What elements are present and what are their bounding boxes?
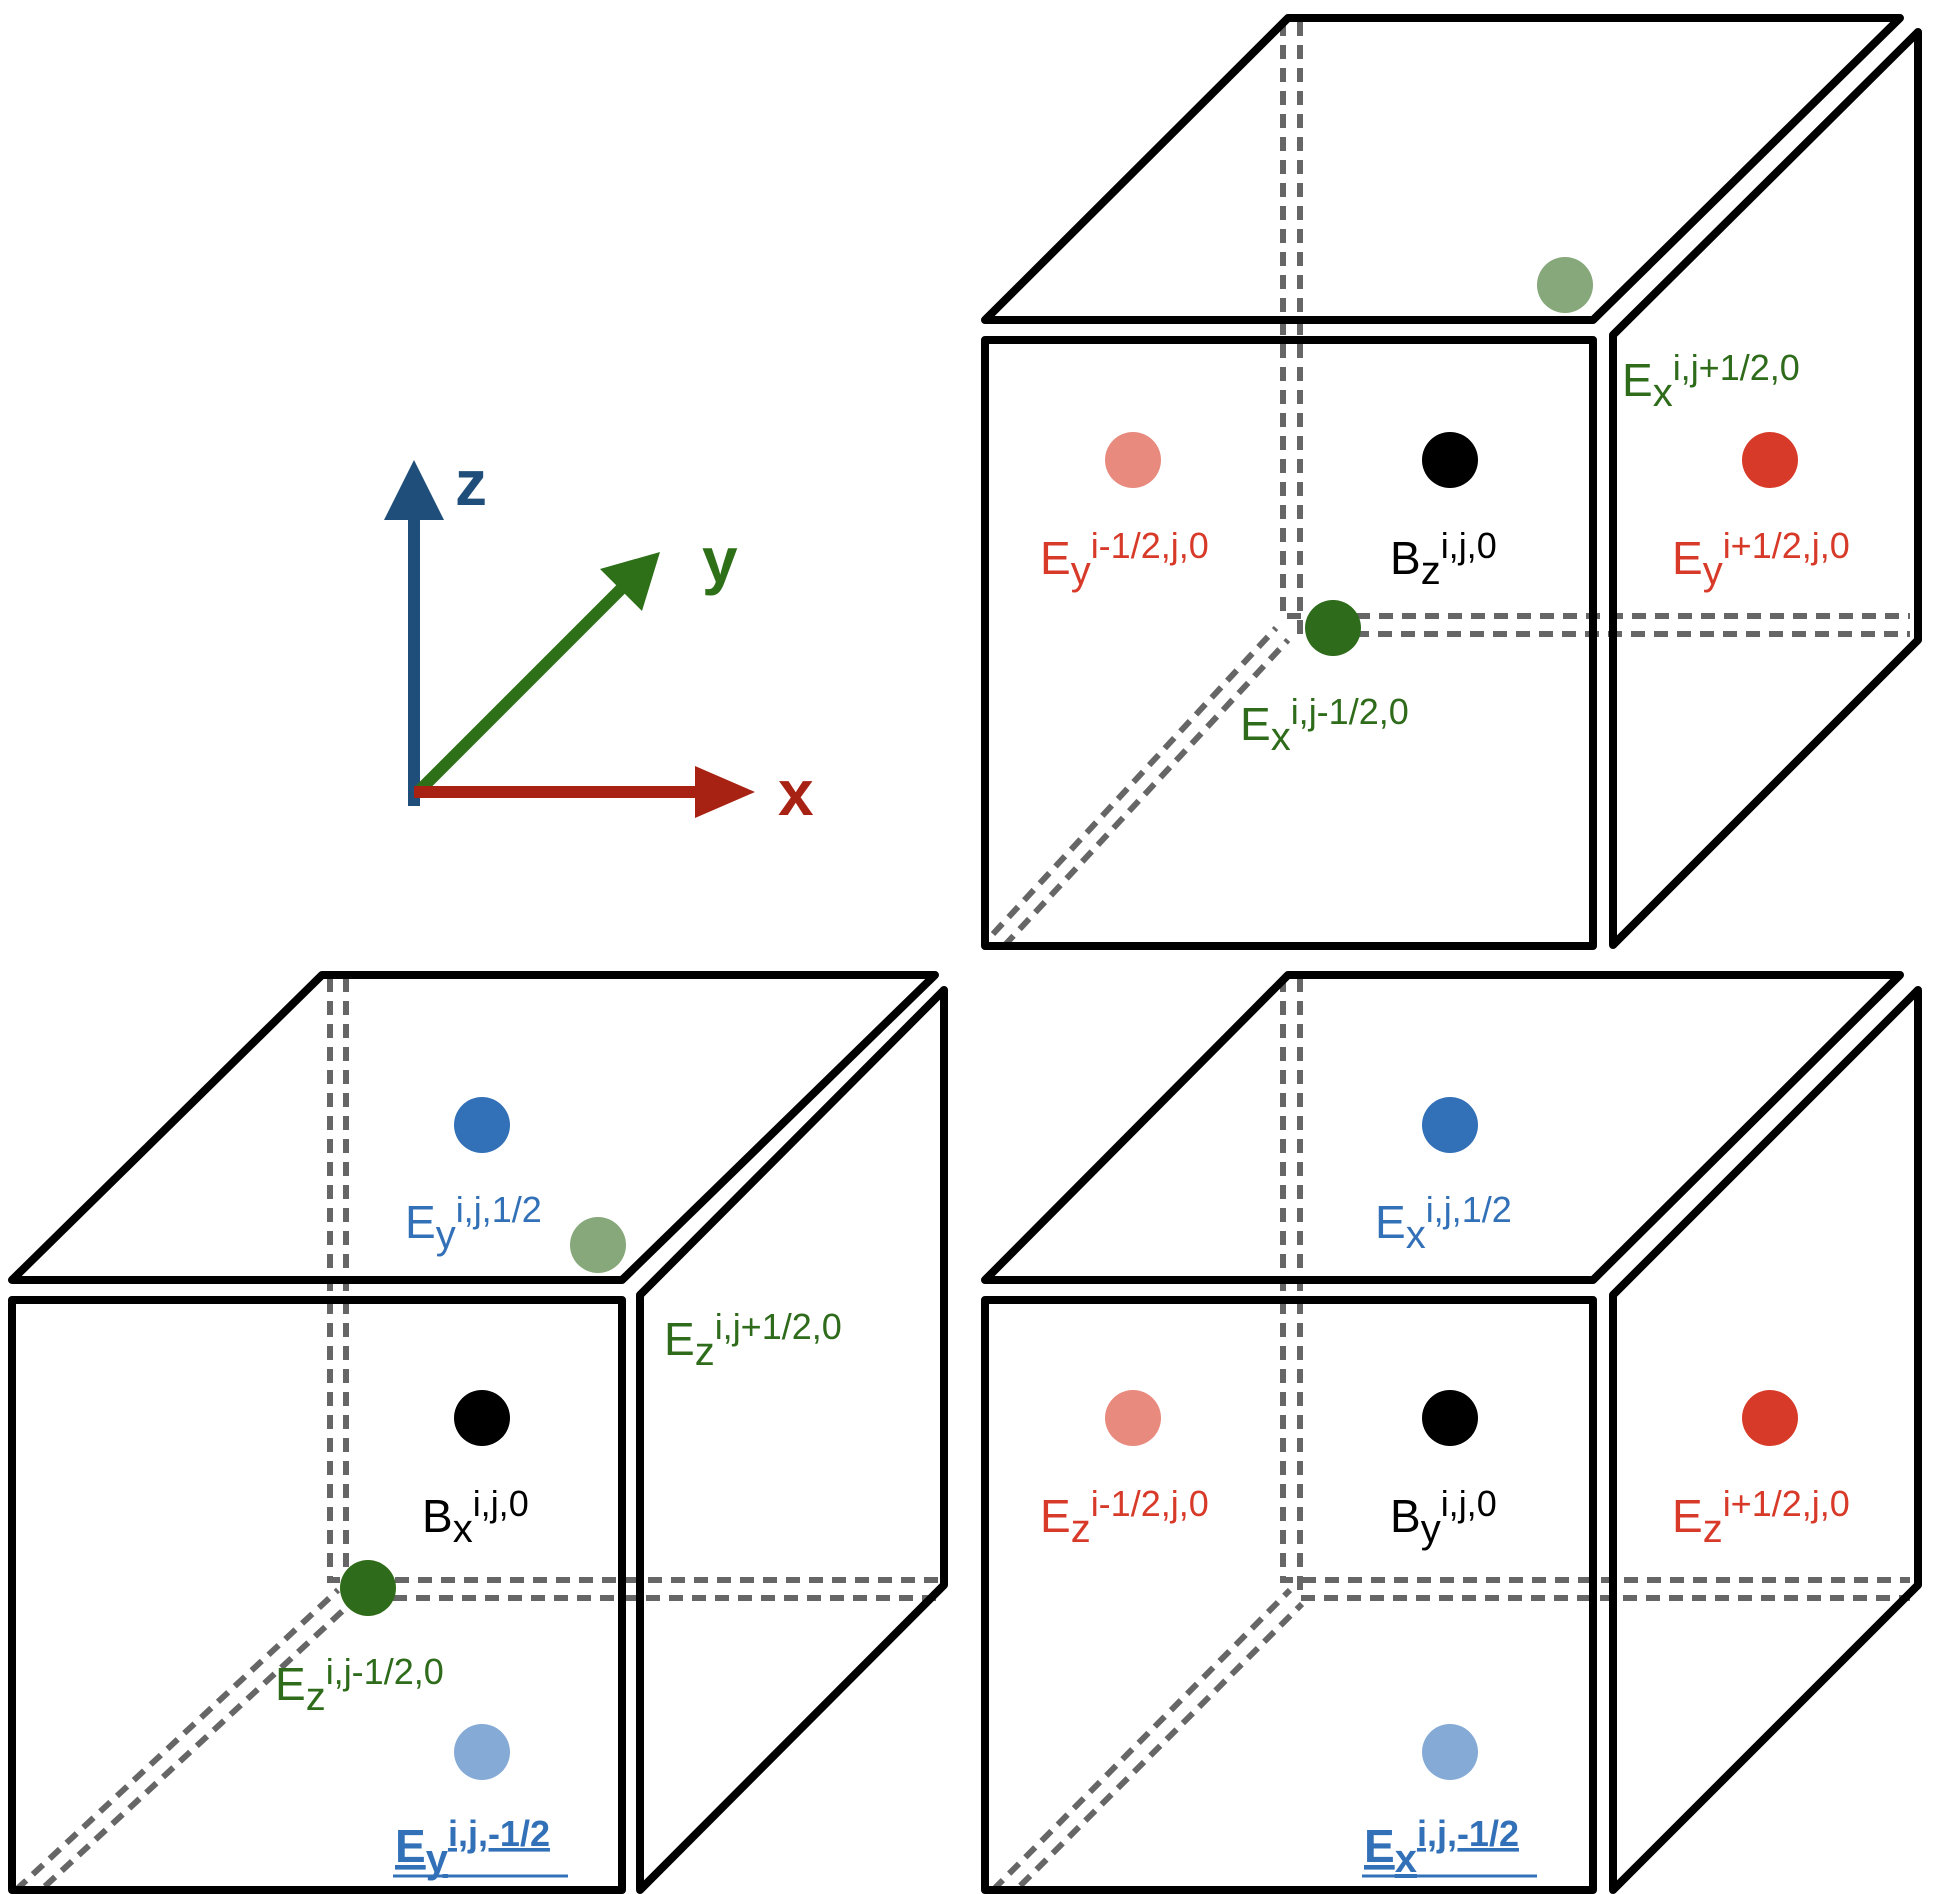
- top-ex-lower-point: [1305, 600, 1361, 656]
- top-ex-upper-label: Exi,j+1/2,0: [1622, 347, 1800, 415]
- top-ex-lower-label: Exi,j-1/2,0: [1240, 691, 1409, 759]
- top-bz-label: Bzi,j,0: [1390, 525, 1497, 593]
- axes-triad: z y x: [384, 447, 814, 829]
- bl-ez-right-label: Ezi,j+1/2,0: [664, 1306, 842, 1374]
- top-ey-left-label: Eyi-1/2,j,0: [1040, 525, 1209, 593]
- top-ey-right-point: [1742, 432, 1798, 488]
- bl-bx-point: [454, 1390, 510, 1446]
- br-ex-top-label: Exi,j,1/2: [1375, 1189, 1512, 1257]
- br-by-point: [1422, 1390, 1478, 1446]
- z-axis-arrowhead: [384, 460, 444, 520]
- bottom-left-cube-edges: [8, 971, 948, 1894]
- y-axis-arrowhead: [600, 552, 660, 611]
- top-cube-edges: [981, 14, 1922, 950]
- bottom-right-cube: Exi,j,1/2 Ezi-1/2,j,0 Byi,j,0 Ezi+1/2,j,…: [981, 971, 1922, 1894]
- bl-ey-bottom-label: Eyi,j,-1/2: [395, 1813, 550, 1881]
- br-ez-right-point: [1742, 1390, 1798, 1446]
- bottom-left-cube: Eyi,j,1/2 Ezi,j+1/2,0 Bxi,j,0 Ezi,j-1/2,…: [8, 971, 948, 1894]
- br-ex-bottom-point: [1422, 1724, 1478, 1780]
- top-cube: Exi,j+1/2,0 Eyi-1/2,j,0 Bzi,j,0 Eyi+1/2,…: [981, 14, 1922, 950]
- bl-ez-left-point: [340, 1560, 396, 1616]
- x-axis-label: x: [778, 757, 814, 829]
- br-ez-left-label: Ezi-1/2,j,0: [1040, 1483, 1209, 1551]
- top-ey-left-point: [1105, 432, 1161, 488]
- y-axis-line: [413, 575, 635, 797]
- top-bz-point: [1422, 432, 1478, 488]
- z-axis-label: z: [455, 447, 487, 519]
- br-ex-top-point: [1422, 1097, 1478, 1153]
- top-ey-right-label: Eyi+1/2,j,0: [1672, 525, 1850, 593]
- y-axis-label: y: [702, 524, 738, 596]
- top-cube-hidden-edges: [990, 22, 1910, 949]
- br-ex-bottom-label: Exi,j,-1/2: [1364, 1813, 1519, 1881]
- br-ez-right-label: Ezi+1/2,j,0: [1672, 1483, 1850, 1551]
- bl-bx-label: Bxi,j,0: [422, 1483, 529, 1551]
- bottom-right-cube-hidden-edges: [990, 978, 1910, 1894]
- top-ex-upper-point: [1537, 257, 1593, 313]
- bl-ez-left-label: Ezi,j-1/2,0: [275, 1651, 444, 1719]
- bl-ez-right-point: [570, 1217, 626, 1273]
- x-axis-arrowhead: [695, 766, 755, 818]
- bottom-right-cube-edges: [981, 971, 1922, 1894]
- bl-ey-bottom-point: [454, 1724, 510, 1780]
- br-by-label: Byi,j,0: [1390, 1483, 1497, 1551]
- bottom-left-cube-hidden-edges: [13, 978, 942, 1894]
- bl-ey-top-point: [454, 1097, 510, 1153]
- bl-ey-top-label: Eyi,j,1/2: [405, 1189, 542, 1257]
- br-ez-left-point: [1105, 1390, 1161, 1446]
